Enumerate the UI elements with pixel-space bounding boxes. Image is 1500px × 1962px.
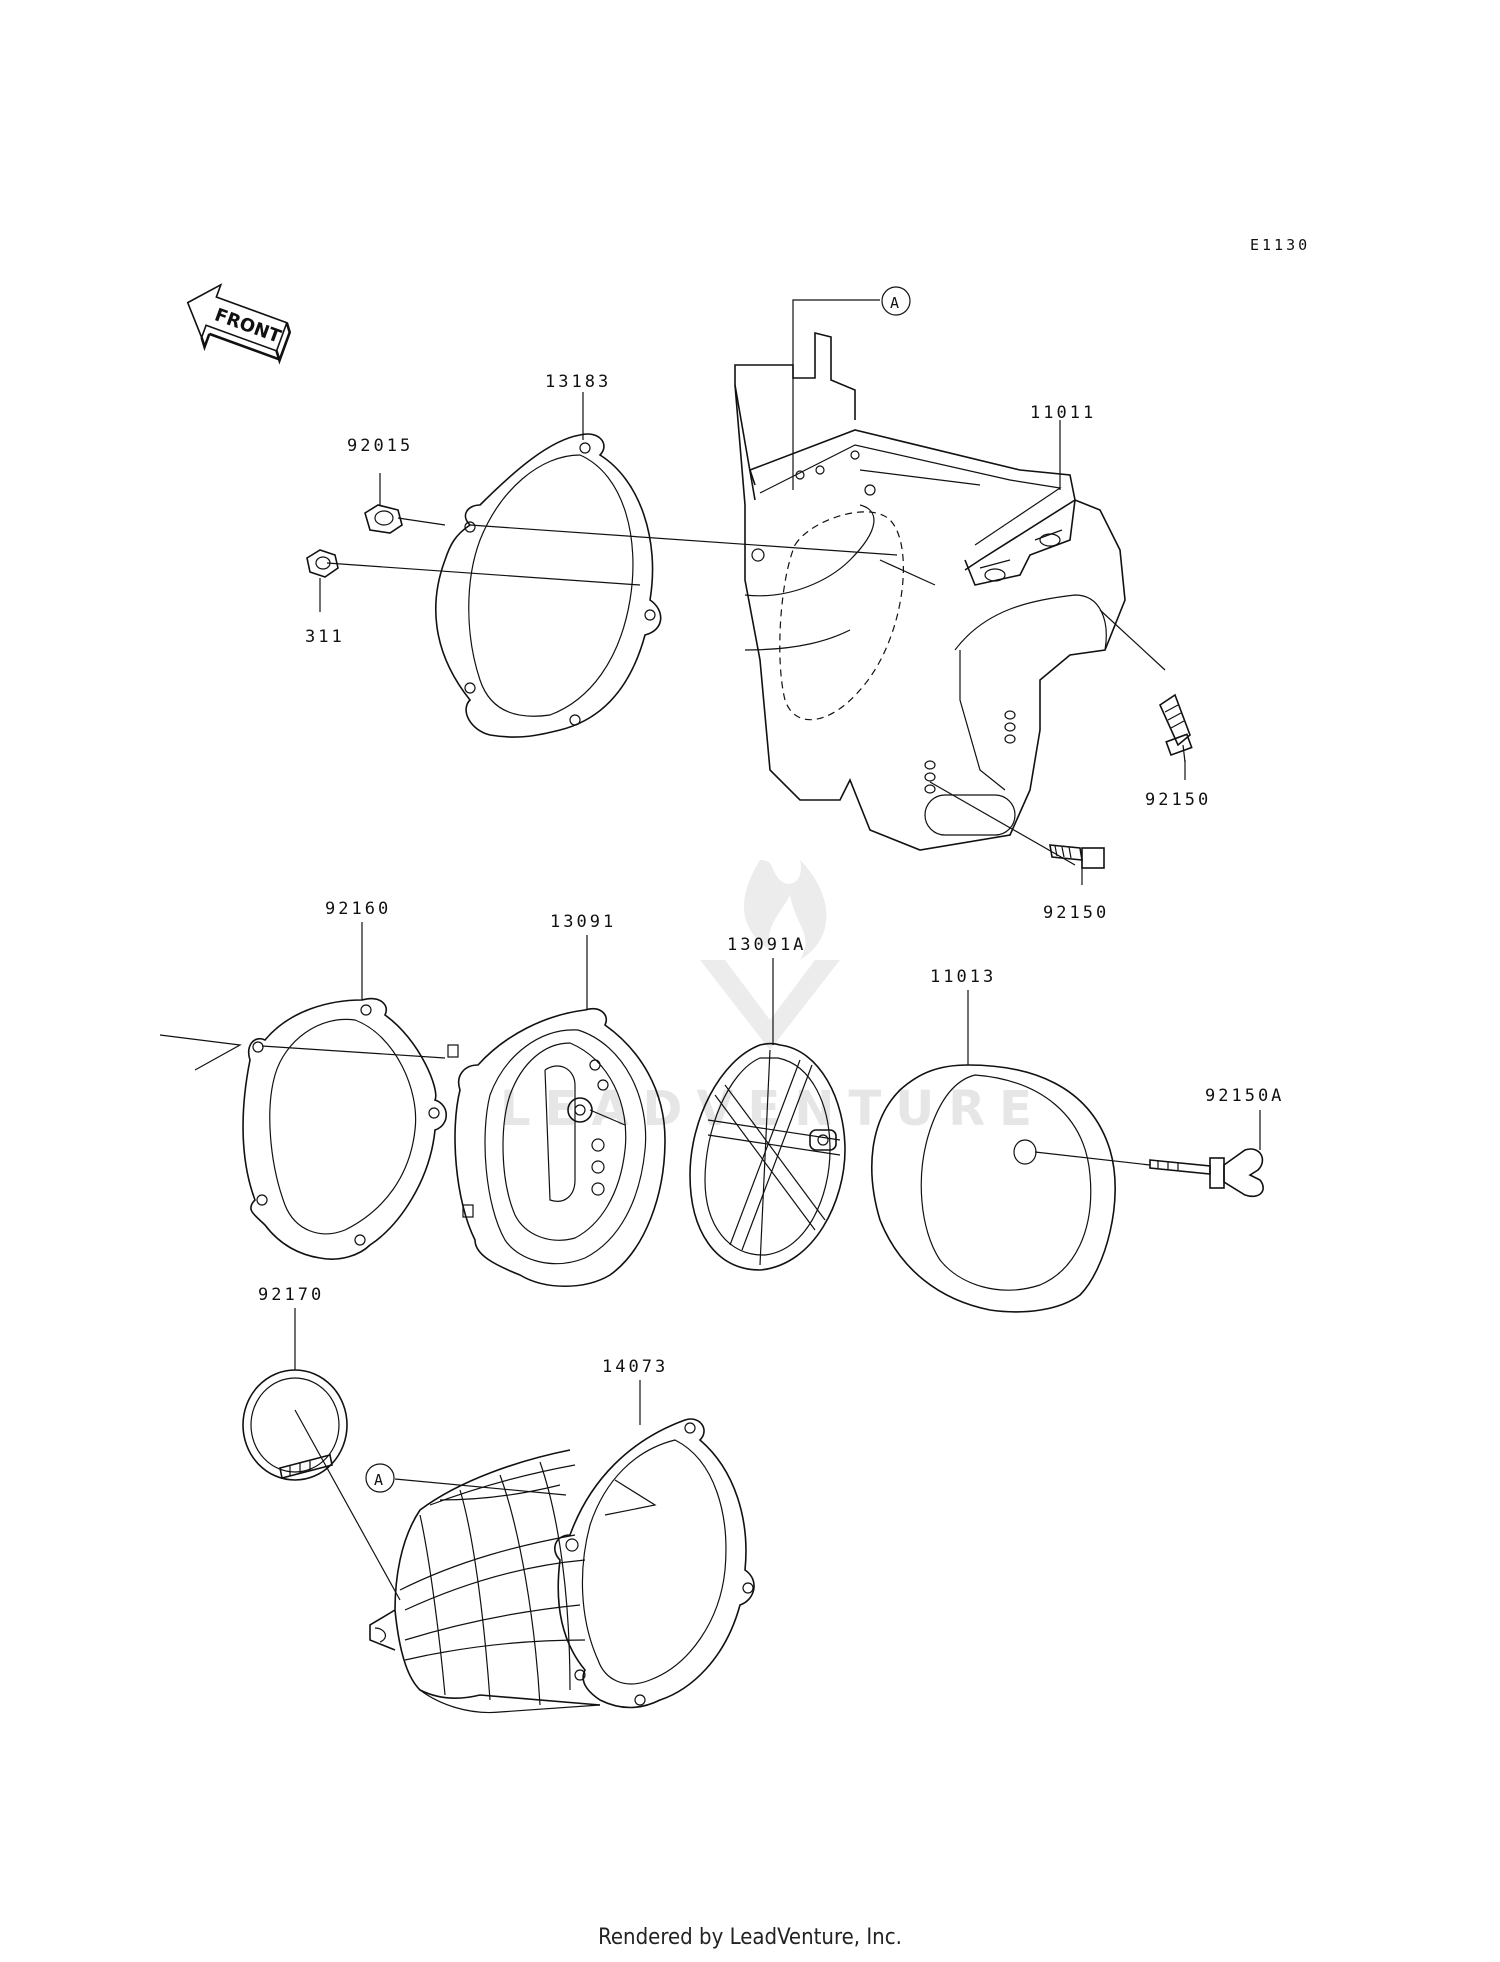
svg-text:A: A: [890, 294, 899, 312]
label-92150-lower: 92150: [1043, 903, 1109, 923]
label-92170: 92170: [258, 1285, 324, 1305]
clamp-92170: [242, 1308, 401, 1601]
leaders-upper: [326, 299, 1186, 885]
nut-311: [306, 549, 339, 612]
element-11013: [871, 990, 1151, 1313]
label-13091A: 13091A: [727, 935, 806, 955]
duct-14073: [369, 1380, 755, 1714]
ref-mark-a-lower: A: [365, 1463, 395, 1493]
ref-mark-a-upper: A: [881, 286, 911, 316]
cage-13091: [447, 935, 666, 1288]
diagram-code: E1130: [1250, 236, 1310, 254]
label-92015: 92015: [347, 436, 413, 456]
watermark-text: LEADVENTURE: [500, 1081, 1046, 1137]
label-13091: 13091: [550, 912, 616, 932]
footer-credit: Rendered by LeadVenture, Inc.: [598, 1925, 902, 1950]
air-box-11011: [734, 331, 1126, 851]
bolt-92150-upper: [1158, 693, 1193, 763]
label-11013: 11013: [930, 967, 996, 987]
label-13183: 13183: [545, 372, 611, 392]
bolt-92150-lower: [1049, 844, 1105, 869]
wing-bolt-92150A: [1149, 1110, 1264, 1198]
gasket-92160: [159, 922, 448, 1260]
label-92160: 92160: [325, 899, 391, 919]
label-92150-upper: 92150: [1145, 790, 1211, 810]
label-92150A: 92150A: [1205, 1086, 1284, 1106]
front-arrow-icon: FRONT: [186, 283, 292, 365]
label-11011: 11011: [1030, 403, 1096, 423]
frame-13091A: [689, 958, 846, 1271]
front-label: FRONT: [212, 304, 285, 348]
label-14073: 14073: [602, 1357, 668, 1377]
svg-text:A: A: [374, 1471, 383, 1489]
gasket-13183: [434, 392, 662, 738]
nut-92015: [364, 473, 446, 534]
label-311: 311: [305, 627, 345, 647]
